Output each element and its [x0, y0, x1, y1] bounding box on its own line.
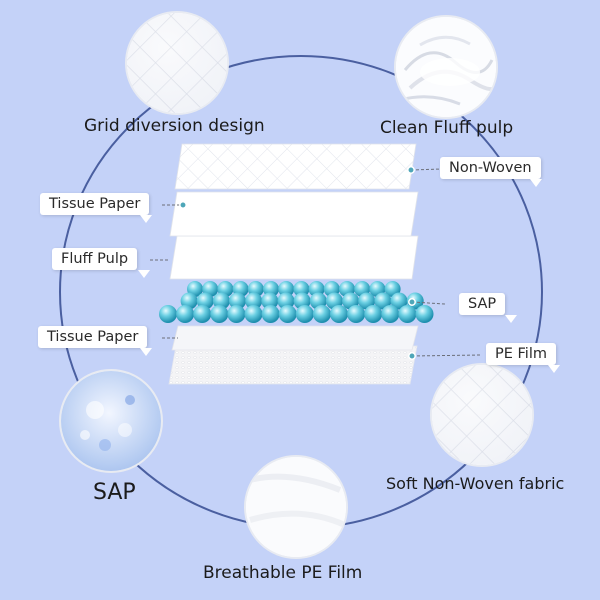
clean-fluff-swatch: [394, 15, 498, 119]
sap-bead: [278, 281, 295, 297]
sap-bead: [244, 305, 263, 323]
soft-nonwoven-swatch: [430, 363, 534, 467]
sap-bead: [229, 292, 246, 310]
callout-sap: SAP: [459, 293, 506, 315]
sap-bead: [398, 305, 417, 323]
callout-tail: [530, 179, 542, 187]
sap-bead: [381, 305, 400, 323]
breathable-film-swatch: [244, 455, 348, 559]
callout-tail: [505, 315, 517, 323]
feature-label-clean-fluff: Clean Fluff pulp: [380, 118, 514, 138]
sap-bead: [415, 305, 434, 323]
callout-pe-film: PE Film: [486, 343, 556, 365]
sap-bead: [261, 305, 280, 323]
sap-bead: [210, 305, 229, 323]
feature-label-breathable-film: Breathable PE Film: [203, 563, 363, 583]
sap-bead: [347, 305, 366, 323]
connector-markers: [179, 166, 416, 360]
sap-bead: [261, 292, 279, 310]
callout-fluff-pulp: Fluff Pulp: [52, 248, 138, 270]
callout-tissue-paper-top: Tissue Paper: [40, 193, 150, 215]
sap-bead: [330, 305, 348, 323]
sap-bead: [227, 305, 246, 323]
sap-bead: [176, 305, 195, 323]
layer-stack: [159, 143, 434, 385]
sap-swatch: [59, 369, 163, 473]
sap-bead: [312, 305, 331, 323]
sap-bead: [212, 292, 230, 310]
sap-bead: [278, 305, 297, 323]
callout-tail: [140, 348, 152, 356]
callout-tail: [548, 365, 560, 373]
callout-tail: [140, 215, 152, 223]
sap-bead: [159, 305, 177, 323]
sap-bead: [293, 281, 310, 297]
sap-bead: [295, 305, 314, 323]
grid-diversion-swatch: [125, 11, 229, 115]
layer-sap-beads: [159, 281, 434, 323]
feature-label-sap: SAP: [93, 480, 136, 505]
feature-label-grid-diversion: Grid diversion design: [84, 116, 265, 136]
callout-tail: [138, 270, 150, 278]
sap-bead: [193, 305, 212, 323]
layer-tissue-top: [169, 191, 419, 237]
sap-bead: [245, 292, 263, 310]
callout-tissue-paper-bottom: Tissue Paper: [38, 326, 148, 348]
callout-non-woven: Non-Woven: [440, 157, 541, 179]
sap-bead: [364, 305, 383, 323]
layer-non-woven: [174, 143, 417, 190]
layer-pe-film: [168, 345, 418, 385]
sap-bead: [390, 292, 408, 310]
feature-label-soft-nonwoven: Soft Non-Woven fabric: [386, 474, 565, 493]
sap-bead: [277, 292, 295, 310]
layer-fluff-pulp: [169, 235, 419, 280]
layer-tissue-bottom: [171, 325, 419, 351]
sap-bead: [358, 292, 376, 310]
sap-bead: [374, 292, 392, 310]
